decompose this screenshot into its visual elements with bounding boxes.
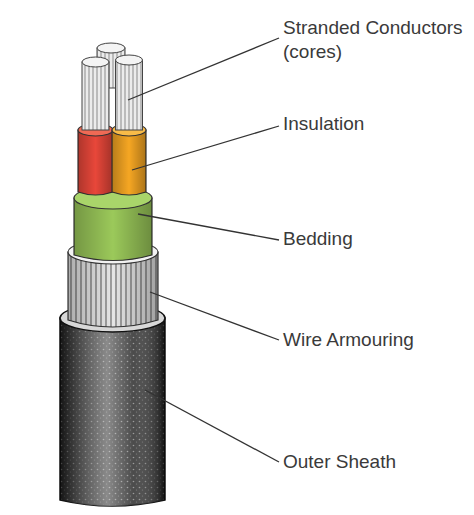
- leader-line: [128, 38, 279, 100]
- back-conductor-end: [97, 43, 125, 53]
- red-core-end: [82, 57, 109, 67]
- red-insulation: [78, 130, 113, 195]
- part-label: Outer Sheath: [283, 450, 471, 474]
- part-label: Insulation: [283, 112, 471, 136]
- orange-core-conductor: [116, 60, 143, 130]
- outer-sheath-body: [60, 318, 165, 506]
- part-label: Bedding: [283, 227, 471, 251]
- part-label: Stranded Conductors (cores): [283, 16, 471, 64]
- orange-insulation: [112, 130, 146, 195]
- leader-line: [150, 292, 279, 340]
- red-insulation-shade: [78, 130, 113, 195]
- orange-core-end: [116, 55, 143, 65]
- red-core-conductor: [82, 62, 109, 130]
- leader-line: [145, 390, 279, 462]
- outer-sheath-shade: [60, 318, 165, 506]
- part-label: Wire Armouring: [283, 328, 471, 352]
- orange-insulation-shade: [112, 130, 146, 195]
- leader-line: [138, 214, 279, 240]
- leader-line: [132, 126, 279, 170]
